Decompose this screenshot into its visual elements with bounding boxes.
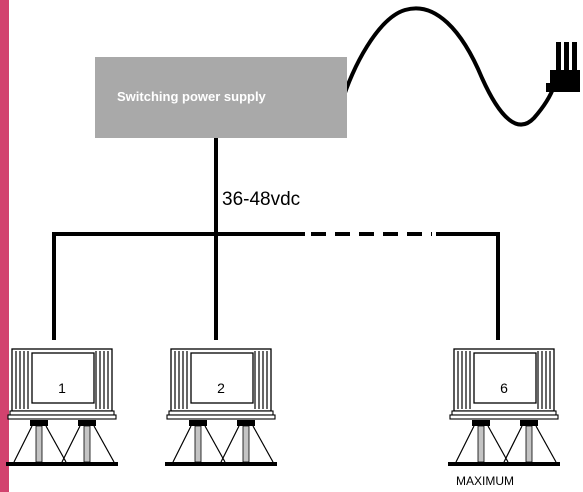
unit-label: 6 xyxy=(500,380,508,396)
unit-label: 1 xyxy=(58,380,66,396)
amplifier-unit-6: 6 xyxy=(448,348,560,466)
maximum-note: MAXIMUM xyxy=(456,474,514,488)
amplifier-unit-2: 2 xyxy=(165,348,277,466)
voltage-label: 36-48vdc xyxy=(222,189,300,210)
power-supply-box: Switching power supply xyxy=(95,57,347,138)
unit-label: 2 xyxy=(217,380,225,396)
power-supply-label: Switching power supply xyxy=(117,89,267,104)
power-cord xyxy=(340,6,556,127)
plug-icon xyxy=(546,42,580,92)
amplifier-unit-1: 1 xyxy=(6,348,118,466)
left-accent-bar xyxy=(0,0,9,492)
bus-wiring xyxy=(52,138,500,340)
